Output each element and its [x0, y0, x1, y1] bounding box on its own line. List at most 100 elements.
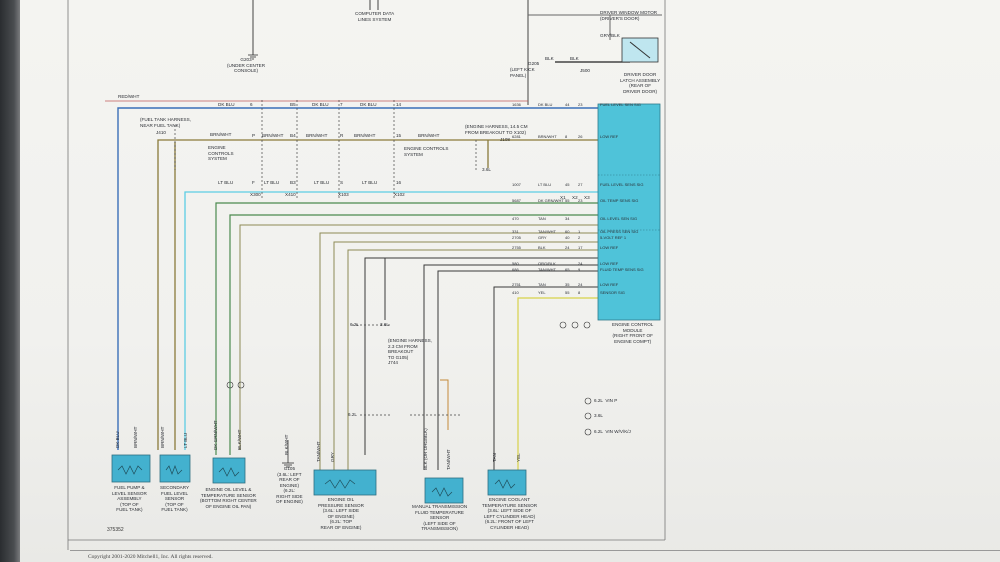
- ecm-circuit-number: 580: [512, 261, 519, 266]
- ecm-x-label: X1: [560, 195, 566, 200]
- sensor-wire-label: GRY: [330, 452, 335, 462]
- diagram-page-code: 375352: [107, 527, 124, 533]
- wire-dark-group: [364, 257, 598, 470]
- ecm-pin-function: LOW REF: [600, 261, 619, 266]
- ecm-connector-cavity: 24: [565, 245, 570, 250]
- ecm-pin-number: 23: [578, 102, 583, 107]
- wire-brn-wht: [157, 139, 598, 450]
- ecm-pin-function: OIL TEMP SENS SIG: [600, 198, 639, 203]
- wire-dk-blu: [117, 107, 598, 450]
- sensor-name-oil-level: ENGINE OIL LEVEL & TEMPERATURE SENSOR (B…: [200, 487, 257, 509]
- ecm-pin-number: 9: [578, 267, 581, 272]
- ecm-circuit-number: 2751: [512, 282, 521, 287]
- pin-label: B4: [290, 133, 296, 138]
- ecm-wire-color: DK GRN/WHT: [538, 198, 564, 203]
- ecm-connector-cavity: 45: [565, 182, 570, 187]
- note-2: 3.6L: [594, 413, 603, 418]
- ecm-pin-function: 5-VOLT REF 1: [600, 235, 627, 240]
- note-1: 6.2L VIN P: [594, 398, 618, 403]
- sensor-boxes: [111, 454, 527, 504]
- wire-label: LT BLU: [264, 180, 280, 185]
- sensor-name-secondary-fuel: SECONDARY FUEL LEVEL SENSOR (TOP OF FUEL…: [160, 485, 190, 512]
- ecm-x-label: X3: [584, 195, 590, 200]
- pin-label: S: [340, 180, 344, 185]
- ecm-circuit-number: 331: [512, 229, 519, 234]
- ground-symbol-g105: [282, 440, 294, 468]
- sensor-wire-label: BRN/WHT: [160, 426, 165, 448]
- connector-breaks: [174, 100, 477, 416]
- gry-blk-label: GRY/BLK: [600, 33, 620, 38]
- ecm-dividers: [598, 174, 660, 231]
- red-wht-label: RED/WHT: [118, 94, 140, 99]
- ecm-wire-color: TAN: [538, 282, 546, 287]
- wire-orange-blk: [440, 379, 449, 430]
- ecm-circuit-number: 470: [512, 216, 519, 221]
- sensor-wire-label: YEL: [516, 453, 521, 462]
- ecm-wire-color: DK BLU: [538, 102, 553, 107]
- g203-label: G203 (UNDER CENTER CONSOLE): [227, 57, 266, 73]
- ecm-pin-function: OIL LEVEL SEN SIG: [600, 216, 638, 221]
- left-kick-panel-label: (LEFT KICK PANEL): [510, 67, 535, 78]
- ecm-wire-color: TAN: [538, 216, 546, 221]
- pin-label: F: [252, 180, 255, 185]
- j410-label: J410: [156, 130, 166, 135]
- engine-62l-label-b: 6.2L: [348, 412, 357, 417]
- g205-label: G205: [528, 61, 540, 66]
- ground-symbol-g203: [248, 54, 258, 60]
- wire-dk-grn-wht: [215, 202, 598, 455]
- ecm-pin-function: OIL PRESS SEN SIG: [600, 229, 639, 234]
- frame-bottom-line: [70, 550, 1000, 551]
- sensor-name-coolant: ENGINE COOLANT TEMPERATURE SENSOR (3.6L:…: [482, 497, 538, 530]
- wire-label: BRN/WHT: [354, 133, 376, 138]
- ecm-circuit-number: 6281: [512, 134, 521, 139]
- ecm-pin-number: 23: [578, 198, 583, 203]
- wire-label: BRN/WHT: [210, 132, 232, 137]
- ecm-circuit-number: 1007: [512, 182, 521, 187]
- ecm-circuit-number: 1636: [512, 102, 521, 107]
- wire-label: DK BLU: [312, 102, 329, 107]
- driver-door-latch-label: DRIVER DOOR LATCH ASSEMBLY (REAR OF DRIV…: [620, 72, 661, 94]
- sensor-wire-label: BLK (OR ORG/BLK): [423, 428, 428, 470]
- pin-label: 14: [396, 102, 402, 107]
- ecm-connector-cavity: 44: [565, 102, 570, 107]
- ecm-connector-cavity: 34: [565, 216, 570, 221]
- ecm-pin-number: 17: [578, 245, 583, 250]
- pin-label: B3: [290, 180, 296, 185]
- ecm-module: [597, 103, 661, 321]
- pin-label: 6: [250, 102, 253, 107]
- engine-controls-label-1: ENGINE CONTROLS SYSTEM: [208, 145, 234, 161]
- wire-label: DK BLU: [218, 102, 235, 107]
- sensor-name-fuel-pump: FUEL PUMP & LEVEL SENSOR ASSEMBLY (TOP O…: [112, 485, 147, 512]
- ecm-connector-cavity: 60: [565, 229, 570, 234]
- engine-harness-2-label: (ENGINE HARNESS, 2.3 CM FROM BREAKOUT TO…: [388, 338, 432, 365]
- ecm-wire-color: BLK: [538, 245, 546, 250]
- sensor-wire-label: TAN/WHT: [316, 441, 321, 462]
- ecm-circuit-number: 2755: [512, 245, 521, 250]
- ecm-pin-function: LOW REF: [600, 134, 619, 139]
- ecm-wire-color: YEL: [538, 290, 546, 295]
- pin-label: 7: [340, 102, 343, 107]
- wire-label: DK BLU: [360, 102, 377, 107]
- ecm-connector-cavity: 55: [565, 290, 570, 295]
- engine-36l-label-b: 3.6L: [380, 322, 389, 327]
- engine-62l-label-a: 6.2L: [350, 322, 359, 327]
- wire-label: LT BLU: [218, 180, 234, 185]
- wire-lt-blu: [184, 191, 598, 450]
- pin-label: 15: [396, 133, 402, 138]
- ecm-pin-number: 24: [578, 261, 583, 266]
- top-section-wires: [252, 0, 662, 105]
- pin-label: B5: [290, 102, 296, 107]
- sensor-resistor-symbols: [117, 465, 516, 497]
- fuel-tank-harness-label: (FUEL TANK HARNESS, NEAR FUEL TANK): [140, 117, 191, 128]
- ecm-wire-color: BRN/WHT: [538, 134, 557, 139]
- sensor-wire-label: TAN: [492, 453, 497, 462]
- ecm-pin-function: FLUID TEMP SENS SIG: [600, 267, 644, 272]
- blk-label-2: BLK: [570, 56, 579, 61]
- ecm-connector-cavity: 55: [565, 198, 570, 203]
- ecm-wire-color: LT BLU: [538, 182, 552, 187]
- sensor-wire-label: LT BLU: [183, 432, 188, 448]
- connector-label: X103: [338, 192, 349, 197]
- ecm-wire-color: TAN/WHT: [538, 267, 556, 272]
- ecm-pin-number: 2: [578, 235, 581, 240]
